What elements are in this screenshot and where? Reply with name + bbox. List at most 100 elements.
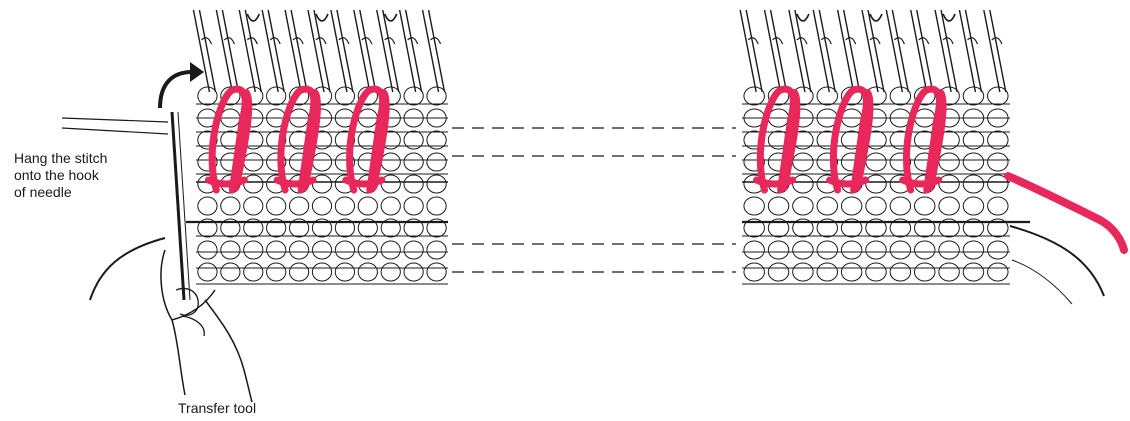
stitch-loop [427, 241, 446, 259]
transferred-stitch-base [346, 180, 382, 184]
stitch-loop [963, 197, 983, 215]
stitch-loop [404, 153, 423, 171]
stitch-loop [381, 241, 400, 259]
stitch-loop [841, 197, 861, 215]
transferred-stitch-base [208, 180, 244, 184]
hang-label-line-3: of needle [14, 184, 174, 201]
stitch-loop [427, 263, 446, 281]
stitch-loop [404, 263, 423, 281]
stitch-loop [244, 263, 263, 281]
stitch-loop [793, 153, 813, 171]
right-knitting-panel [740, 10, 1124, 304]
stitch-loop [841, 263, 861, 281]
fabric-edge-curve [90, 238, 165, 300]
stitch-loop [744, 241, 764, 259]
transferred-stitch-base [757, 180, 793, 184]
stitch-loop [221, 241, 240, 259]
stitch-loop [289, 241, 308, 259]
stitch-loop [988, 197, 1008, 215]
transfer-tool-label: Transfer tool [178, 400, 256, 417]
stitch-loop [963, 241, 983, 259]
hang-stitch-instruction: Hang the stitch onto the hook of needle [14, 150, 174, 201]
stitch-loop [963, 175, 983, 193]
stitch-loop [890, 87, 910, 105]
stitch-loop [963, 263, 983, 281]
stitch-loop [768, 263, 788, 281]
stitch-loop [963, 153, 983, 171]
stitch-loop [312, 263, 331, 281]
stitch-loop [914, 263, 934, 281]
needle-hook-icon [870, 14, 882, 21]
needle-hook-icon [247, 14, 259, 21]
stitch-loop [221, 263, 240, 281]
stitch-loop [358, 197, 377, 215]
stitch-loop [358, 241, 377, 259]
stitch-loop [404, 87, 423, 105]
stitch-loop [404, 241, 423, 259]
stitch-loop [244, 241, 263, 259]
stitch-loop [198, 241, 217, 259]
stitch-loop [988, 263, 1008, 281]
curved-arrow-icon [160, 72, 192, 108]
hang-label-line-2: onto the hook [14, 167, 174, 184]
stitch-loop [289, 263, 308, 281]
stitch-loop [335, 87, 354, 105]
stitch-loop [221, 197, 240, 215]
stitch-loop [267, 263, 286, 281]
hand-outline [161, 250, 252, 402]
stitch-loop [381, 197, 400, 215]
stitch-loop [793, 175, 813, 193]
stitch-loop [817, 197, 837, 215]
stitch-loop [744, 197, 764, 215]
stitch-loop [744, 263, 764, 281]
needle-hook-icon [316, 14, 328, 21]
stitch-loop [939, 241, 959, 259]
stitch-loop [381, 263, 400, 281]
stitch-loop [335, 197, 354, 215]
stitch-loop [963, 87, 983, 105]
left-knitting-panel [186, 10, 448, 284]
stitch-loop [914, 241, 934, 259]
stitch-loop [866, 241, 886, 259]
stitch-loop [404, 175, 423, 193]
stitch-loop [244, 197, 263, 215]
stitch-loop [939, 175, 959, 193]
stitch-loop [267, 197, 286, 215]
stitch-loop [890, 263, 910, 281]
needle-hook-icon [943, 14, 955, 21]
stitch-loop [890, 241, 910, 259]
stitch-loop [768, 241, 788, 259]
transferred-stitch-base [903, 180, 939, 184]
stitch-loop [198, 87, 217, 105]
stitch-loop [335, 241, 354, 259]
stitch-loop [866, 197, 886, 215]
stitch-loop [817, 263, 837, 281]
stitch-loop [312, 197, 331, 215]
stitch-loop [841, 241, 861, 259]
hang-label-line-1: Hang the stitch [14, 150, 174, 167]
stitch-loop [335, 263, 354, 281]
transferred-stitch-base [830, 180, 866, 184]
stitch-loop [988, 153, 1008, 171]
stitch-loop [914, 197, 934, 215]
stitch-loop [267, 87, 286, 105]
stitch-loop [267, 241, 286, 259]
stitch-loop [381, 153, 400, 171]
stitch-loop [404, 197, 423, 215]
stitch-loop [988, 241, 1008, 259]
fabric-edge-curve [1010, 226, 1104, 296]
stitch-loop [289, 197, 308, 215]
stitch-loop [890, 197, 910, 215]
dashed-connectors [452, 128, 736, 272]
transfer-tool-shaft [172, 112, 184, 300]
stitch-loop [988, 87, 1008, 105]
stitch-loop [793, 263, 813, 281]
arrow-head-icon [190, 62, 204, 82]
stitch-loop [768, 197, 788, 215]
stitch-loop [427, 153, 446, 171]
stitch-loop [198, 197, 217, 215]
needle-hook-icon [797, 14, 809, 21]
stitch-loop [427, 87, 446, 105]
stitch-loop [817, 87, 837, 105]
